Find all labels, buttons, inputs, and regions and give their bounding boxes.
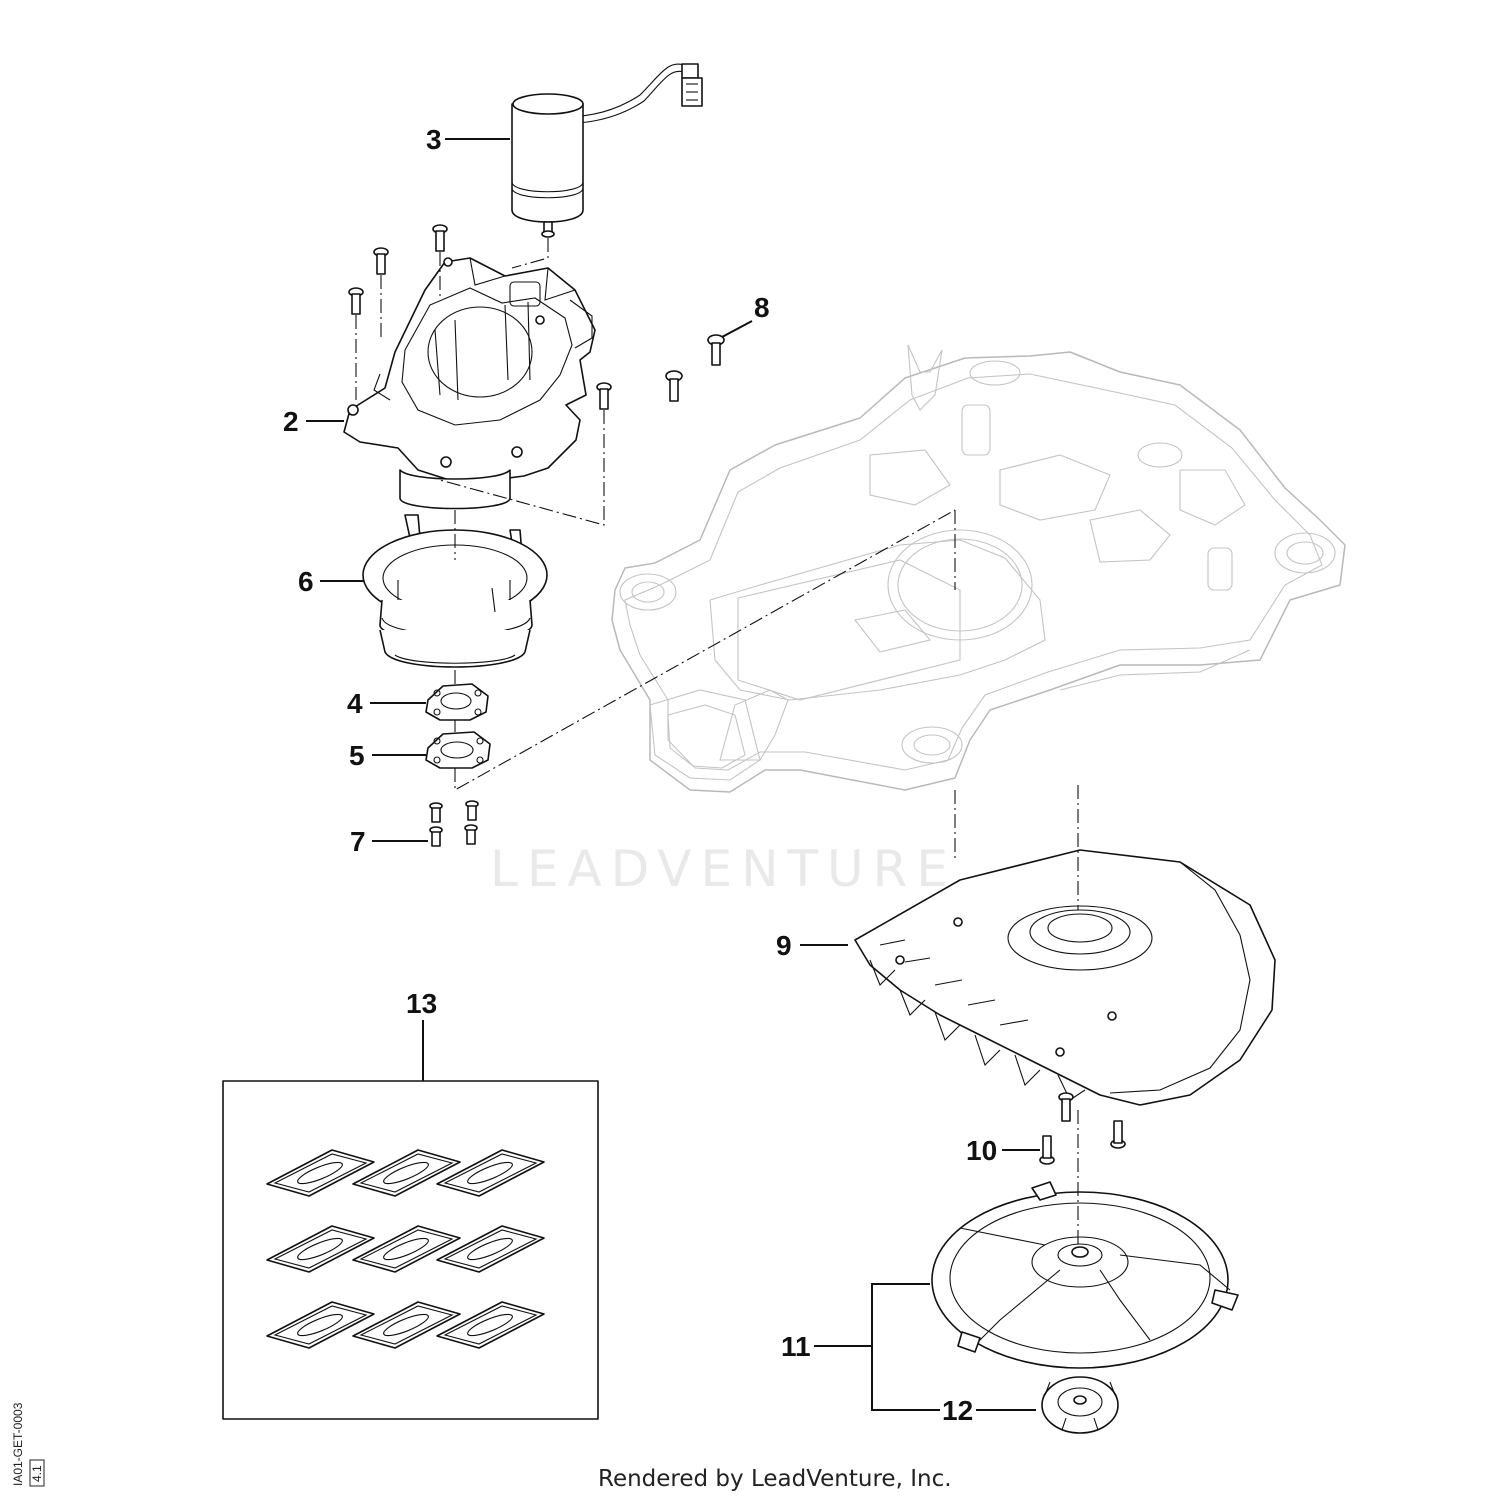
callout-leaders (306, 138, 1040, 1411)
blade (436, 1149, 545, 1197)
blade (352, 1225, 461, 1273)
chassis-ghost (611, 344, 1346, 793)
blade (436, 1225, 545, 1273)
blade (266, 1301, 375, 1349)
part-9-guard (854, 849, 1276, 1106)
part-11-blade-disc (931, 1181, 1239, 1369)
watermark: LEADVENTURE (490, 840, 957, 898)
callout-4: 4 (347, 688, 363, 719)
part-4-plate (425, 683, 489, 721)
callout-13: 13 (406, 988, 437, 1019)
callout-12: 12 (942, 1395, 973, 1426)
assembly-lines (355, 238, 1079, 1245)
callout-9: 9 (776, 930, 792, 961)
callout-2: 2 (283, 406, 299, 437)
part-7-screws (429, 800, 479, 847)
part-12-hub (1041, 1376, 1119, 1434)
part-10-screws (1039, 1092, 1126, 1165)
footer-credit: Rendered by LeadVenture, Inc. (598, 1466, 952, 1492)
blade (266, 1225, 375, 1273)
callout-7: 7 (350, 826, 366, 857)
diagram-code: IA01-GET-0003 (11, 1402, 25, 1486)
callout-labels: 3 2 8 6 4 5 7 9 13 10 11 12 (283, 124, 997, 1426)
callout-10: 10 (966, 1135, 997, 1166)
blade (436, 1301, 545, 1349)
callout-11: 11 (781, 1331, 811, 1362)
blade (352, 1149, 461, 1197)
diagram-revision: 4.1 (29, 1459, 45, 1487)
callout-8: 8 (754, 292, 770, 323)
part-3-motor (511, 63, 703, 238)
part-5-gasket (425, 731, 491, 769)
diagram-revision-text: 4.1 (30, 1465, 44, 1482)
callout-3: 3 (426, 124, 442, 155)
part-6-bellows (362, 514, 548, 668)
callout-5: 5 (349, 740, 365, 771)
screws-housing (348, 224, 725, 410)
callout-6: 6 (298, 566, 314, 597)
blade (266, 1149, 375, 1197)
part-13-blades-kit (222, 1080, 599, 1420)
blade (352, 1301, 461, 1349)
part-2-housing (343, 257, 596, 510)
